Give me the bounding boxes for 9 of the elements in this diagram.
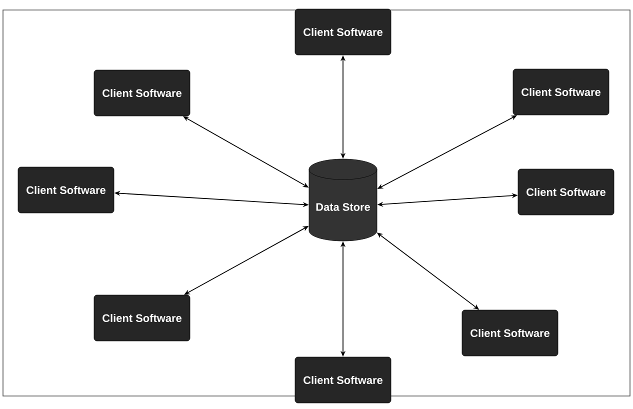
client-box: Client Software	[518, 168, 614, 216]
client-box: Client Software	[512, 68, 610, 116]
client-box: Client Software	[294, 8, 392, 56]
client-box: Client Software	[294, 356, 392, 404]
client-box: Client Software	[94, 70, 190, 116]
client-box: Client Software	[18, 166, 114, 214]
data-store-cylinder: Data Store	[308, 158, 378, 242]
client-box: Client Software	[462, 310, 558, 356]
client-box: Client Software	[94, 294, 190, 342]
